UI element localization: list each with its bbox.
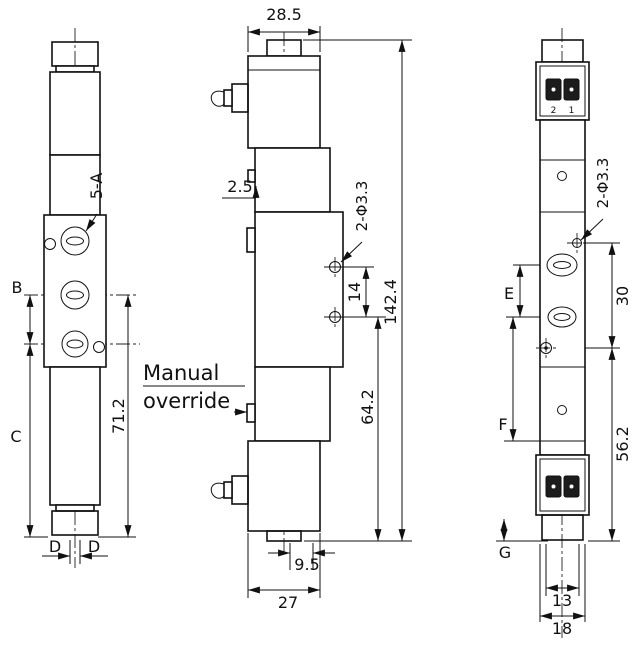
right-dim-e: E xyxy=(504,264,540,318)
left-dim-c-label: C xyxy=(10,427,21,446)
right-port-2 xyxy=(547,306,577,328)
manual-override-note: Manual override xyxy=(143,361,247,416)
right-dim-13: 13 xyxy=(545,544,580,610)
right-view: 2 1 xyxy=(496,28,632,638)
middle-dim-95-label: 9.5 xyxy=(294,555,319,574)
right-dim-562-label: 56.2 xyxy=(613,426,632,462)
right-dim-g-label: G xyxy=(499,543,511,562)
middle-dim-285-label: 28.5 xyxy=(266,5,302,24)
middle-bottom-cable-gland xyxy=(210,475,249,505)
middle-holes-label: 2-Φ3.3 xyxy=(353,181,371,232)
middle-bottom-knurled-cap xyxy=(266,530,302,542)
right-small-circle-lower xyxy=(557,405,567,415)
right-dim-f-label: F xyxy=(498,415,507,434)
right-bottom-connector-sockets xyxy=(545,475,580,498)
right-pin-1-label: 1 xyxy=(569,106,575,116)
left-bottom-knurled-cap xyxy=(51,510,99,536)
left-view: 5-A B C 71.2 D D xyxy=(10,28,140,568)
middle-view: 28.5 2.5 2-Φ3.3 14 64.2 142.4 Manual ove… xyxy=(143,5,412,612)
left-ports-label: 5-A xyxy=(87,173,106,200)
middle-top-cable-gland xyxy=(210,83,249,113)
left-bottom-collar xyxy=(55,504,95,512)
middle-dim-25-label: 2.5 xyxy=(227,177,252,196)
right-body xyxy=(539,119,586,456)
right-dim-13-label: 13 xyxy=(552,591,572,610)
left-lower-tube xyxy=(49,366,101,506)
right-mounting-hole-top xyxy=(567,233,587,253)
middle-holes-leader xyxy=(340,241,363,263)
left-ports-leader xyxy=(85,213,98,232)
manual-override-line1: Manual xyxy=(143,361,219,385)
middle-dim-642-label: 64.2 xyxy=(358,389,377,425)
middle-upper-body xyxy=(254,147,331,213)
middle-step-feature xyxy=(247,169,256,183)
left-bolt-hole-upper xyxy=(44,238,56,250)
left-upper-tube xyxy=(49,71,101,156)
right-top-connector-inner xyxy=(539,65,586,117)
middle-port-body xyxy=(254,211,344,368)
right-port-1 xyxy=(546,253,578,277)
right-small-circle-upper xyxy=(557,171,567,181)
middle-dim-14-label: 14 xyxy=(345,282,364,302)
left-dim-b-label: B xyxy=(12,278,23,297)
right-pin-2-label: 2 xyxy=(551,106,557,116)
right-dim-e-label: E xyxy=(504,284,514,303)
right-bottom-connector-block xyxy=(535,454,590,516)
left-dim-d-right-label: D xyxy=(88,537,100,556)
left-dim-d: D D xyxy=(42,537,108,564)
right-top-connector-sockets: 2 1 xyxy=(545,78,580,116)
right-holes-leader xyxy=(580,218,604,241)
left-mid-tube xyxy=(49,154,101,216)
right-dim-30-label: 30 xyxy=(613,286,632,306)
left-port-1 xyxy=(60,226,90,256)
left-port-2 xyxy=(60,280,90,310)
left-dim-d-left-label: D xyxy=(49,537,61,556)
right-bottom-connector-inner xyxy=(539,458,586,512)
middle-dim-27: 27 xyxy=(247,533,321,612)
middle-dim-95: 9.5 xyxy=(268,543,335,574)
middle-dim-285: 28.5 xyxy=(247,5,321,52)
right-dim-18-label: 18 xyxy=(552,619,572,638)
manual-override-line2: override xyxy=(143,389,230,413)
right-holes-label: 2-Φ3.3 xyxy=(594,158,612,209)
middle-lower-body xyxy=(254,366,331,442)
right-top-connector-block xyxy=(535,61,590,121)
middle-dim-27-label: 27 xyxy=(278,593,298,612)
right-bottom-knurled-cap xyxy=(541,514,584,541)
right-dim-f: F xyxy=(498,317,540,442)
left-dim-712-label: 71.2 xyxy=(109,398,128,434)
right-dim-g: G xyxy=(496,519,548,562)
middle-left-tab xyxy=(246,227,256,253)
right-dim-30: 30 xyxy=(583,242,632,349)
right-top-knurled-cap xyxy=(541,39,584,63)
left-top-collar xyxy=(55,65,95,73)
middle-dim-25: 2.5 xyxy=(222,177,260,199)
middle-override-button xyxy=(246,403,256,423)
right-dim-18: 18 xyxy=(539,544,586,638)
right-dim-562: 56.2 xyxy=(588,348,632,542)
middle-top-solenoid xyxy=(247,55,321,149)
right-mounting-hole-bottom xyxy=(536,338,556,358)
left-port-3 xyxy=(61,330,89,358)
middle-dim-1424-label: 142.4 xyxy=(381,279,400,325)
middle-bottom-solenoid xyxy=(247,440,321,532)
left-bolt-hole-lower xyxy=(93,341,105,353)
